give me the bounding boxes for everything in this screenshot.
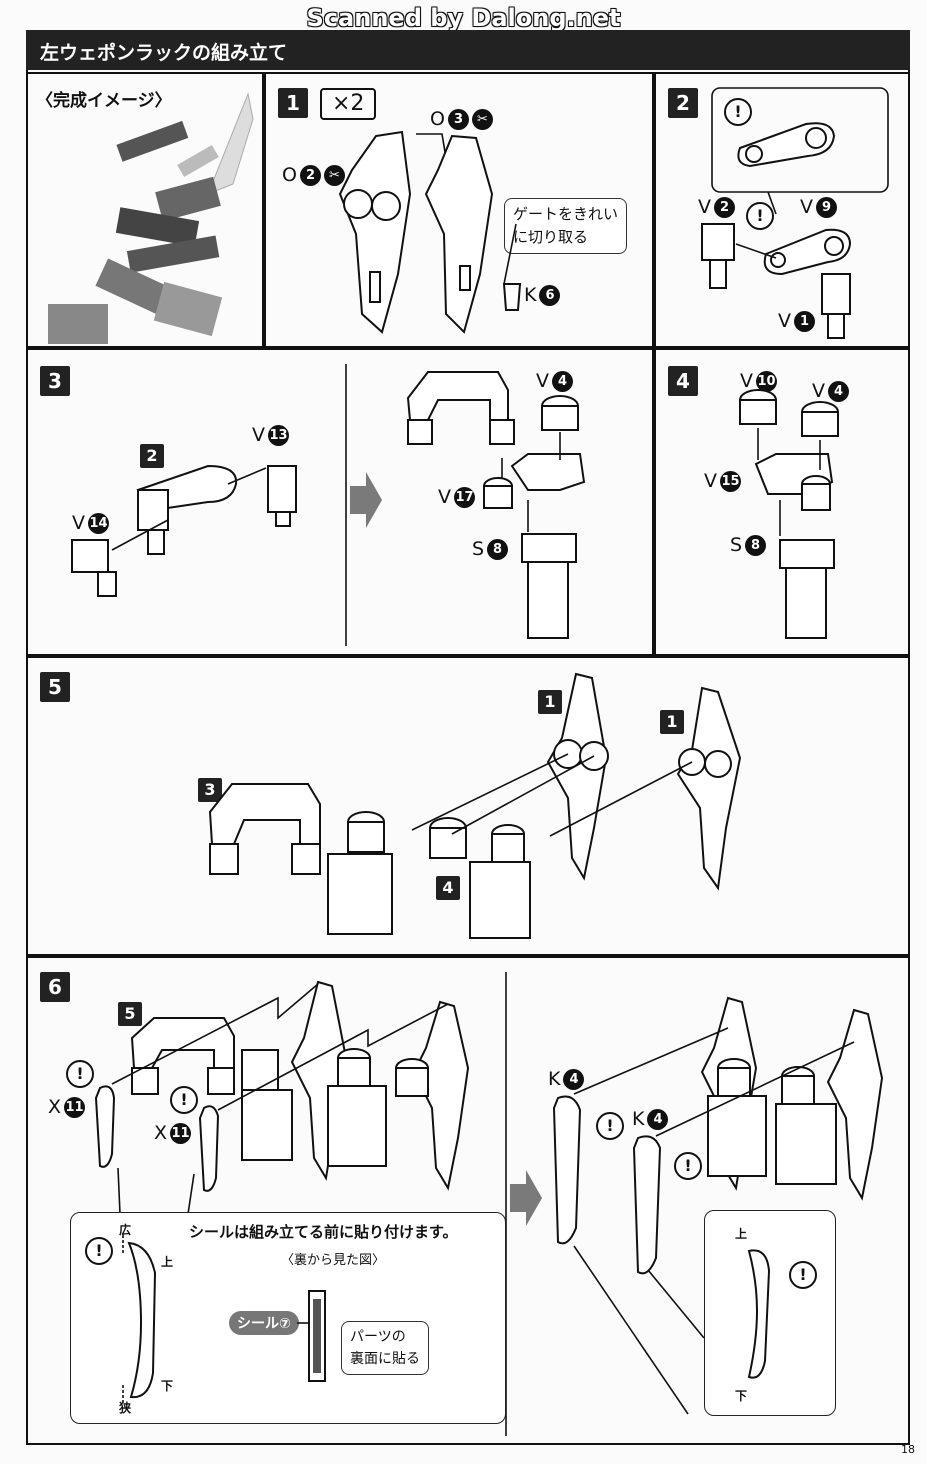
step-1-multiplier: ×2 — [320, 88, 377, 120]
caution-icon: ! — [170, 1086, 198, 1114]
step-5-number: 5 — [40, 672, 70, 702]
step-4-number: 4 — [668, 366, 698, 396]
cutter-icon: ✂ — [471, 109, 493, 130]
caution-icon: ! — [596, 1112, 624, 1140]
step-5-ref-c: 3 — [198, 778, 222, 802]
seal-detail-box-2: 上 下 ! — [704, 1210, 836, 1416]
page-number: 18 — [901, 1443, 915, 1456]
seal-detail-2-illustration — [747, 1249, 771, 1379]
caution-icon: ! — [789, 1261, 817, 1289]
step-6-ref-5: 5 — [118, 1002, 142, 1026]
step-5-ref-a: 1 — [538, 690, 562, 714]
step-5-ref-b: 1 — [660, 710, 684, 734]
step-3-ref-2: 2 — [140, 444, 164, 468]
gate-trim-note: ゲートをきれいに切り取る — [504, 198, 628, 254]
step-5-ref-d: 4 — [436, 876, 460, 900]
section-title-bar: 左ウェポンラックの組み立て — [26, 30, 910, 70]
caution-icon: ! — [85, 1237, 113, 1265]
step-4-illustration — [739, 389, 839, 639]
seal-instruction: シールは組み立てる前に貼り付けます。 — [189, 1223, 458, 1241]
section-title: 左ウェポンラックの組み立て — [40, 42, 288, 64]
label-top: 上 — [161, 1255, 174, 1269]
step-5-illustration — [208, 672, 742, 939]
panel-complete-image: 〈完成イメージ〉 — [26, 72, 264, 348]
cutter-icon: ✂ — [323, 165, 345, 186]
seal-detail-box: ! 広 上 下 狭 シールは組み立てる前に貼り付けます。 〈裏から見た図〉 シー… — [70, 1212, 506, 1424]
label-bottom: 下 — [735, 1389, 748, 1403]
step-2-number: 2 — [668, 88, 698, 118]
label-bottom: 下 — [161, 1379, 174, 1393]
caution-icon: ! — [724, 98, 752, 126]
caution-icon: ! — [66, 1060, 94, 1088]
step-6-number: 6 — [40, 972, 70, 1002]
step-3-illustration — [71, 364, 586, 646]
label-narrow: 狭 — [119, 1401, 132, 1415]
caution-icon: ! — [746, 202, 774, 230]
caution-icon: ! — [674, 1152, 702, 1180]
back-view-caption: 〈裏から見た図〉 — [281, 1253, 386, 1268]
scanner-watermark: Scanned by Dalong.net — [306, 4, 621, 32]
label-top: 上 — [735, 1227, 748, 1241]
seal-7-badge: シール⑦ — [229, 1311, 299, 1335]
panel-step-5: 5 1 1 3 4 — [26, 656, 910, 956]
label-wide: 広 — [119, 1223, 132, 1237]
apply-back-note: パーツの裏面に貼る — [341, 1321, 429, 1375]
step-1-illustration — [338, 130, 522, 334]
step-6-illustration — [94, 972, 884, 1436]
step-3-number: 3 — [40, 366, 70, 396]
step-2-illustration — [701, 87, 889, 339]
seal-detail-illustration — [122, 1235, 326, 1403]
step-1-number: 1 — [278, 88, 308, 118]
complete-image-illustration — [48, 92, 254, 344]
complete-image-caption: 〈完成イメージ〉 — [36, 91, 172, 111]
